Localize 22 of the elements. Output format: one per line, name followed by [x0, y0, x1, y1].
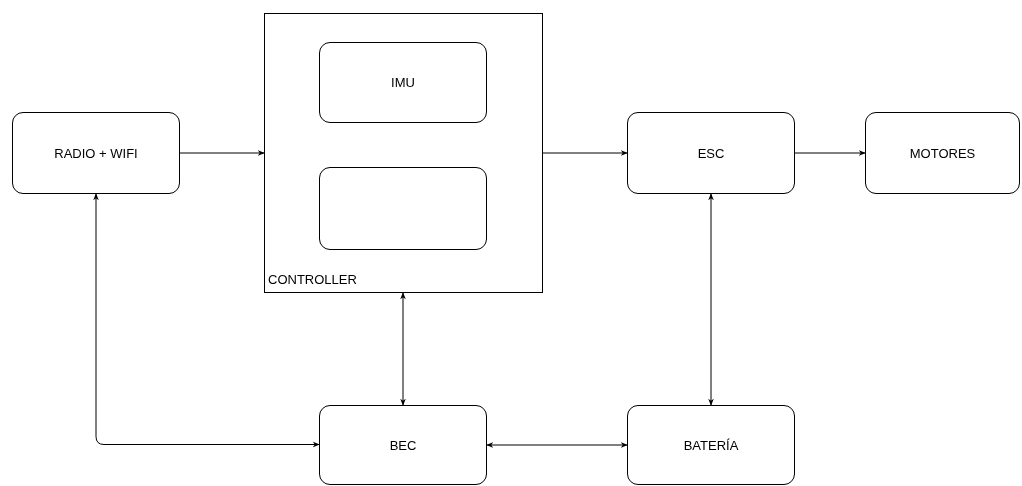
process-box [319, 167, 487, 250]
box-label: RADIO + WIFI [54, 145, 138, 161]
arrow [179, 150, 265, 156]
process-box [12, 112, 180, 194]
box-label: IMU [391, 75, 415, 90]
box-label: ESC [697, 145, 725, 161]
arrow [93, 193, 320, 448]
container-box [264, 13, 543, 293]
arrow [708, 193, 714, 406]
process-box [627, 405, 795, 485]
arrow [400, 292, 406, 406]
box-label: BATERÍA [683, 437, 739, 453]
process-box [319, 405, 487, 485]
process-box [627, 112, 795, 194]
arrow [542, 150, 628, 156]
container-label: CONTROLLER [268, 272, 357, 287]
process-box [319, 42, 487, 123]
arrow [486, 442, 628, 448]
arrow [794, 150, 866, 156]
box-label: BEC [389, 437, 417, 453]
process-box [865, 112, 1020, 194]
box-label: MOTORES [909, 145, 976, 161]
